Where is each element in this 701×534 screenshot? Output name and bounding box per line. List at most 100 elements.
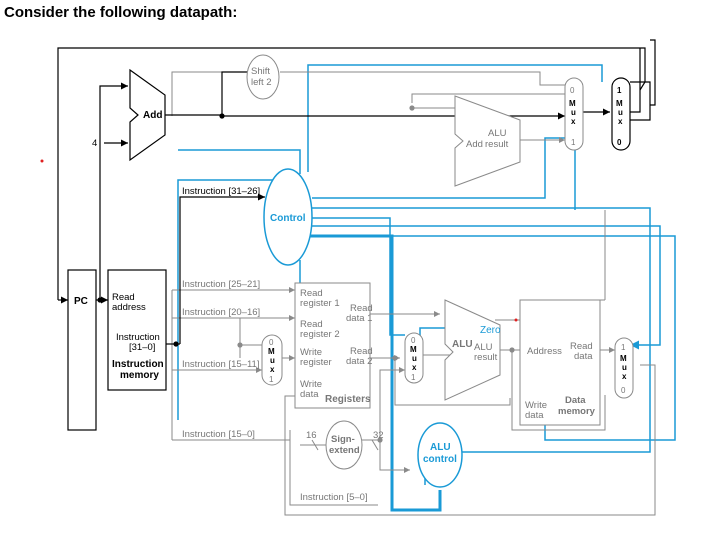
aluop-signal (308, 234, 442, 512)
svg-text:u: u (412, 354, 417, 363)
pc-adder: Add (129, 68, 166, 162)
svg-text:1: 1 (411, 373, 416, 382)
label-instr-20-16: Instruction [20–16] (182, 307, 260, 318)
junction-dot (173, 341, 179, 347)
svg-text:0: 0 (621, 386, 626, 395)
svg-text:u: u (618, 108, 623, 117)
svg-text:M: M (569, 99, 576, 108)
svg-text:x: x (618, 117, 623, 126)
svg-text:result: result (474, 352, 498, 363)
label-16-bits: 16 (306, 430, 317, 441)
svg-text:0: 0 (570, 86, 575, 95)
svg-text:register 1: register 1 (300, 298, 340, 309)
svg-text:1: 1 (571, 138, 576, 147)
svg-text:data 1: data 1 (346, 313, 372, 324)
svg-text:Shift: Shift (251, 66, 270, 77)
memtoreg-mux: 1 M u x 0 (614, 337, 634, 399)
junction-dot (392, 355, 398, 361)
main-alu: Zero ALU ALU result (444, 299, 501, 401)
constant-four: 4 (92, 138, 97, 149)
svg-text:Zero: Zero (480, 325, 501, 336)
svg-text:PC: PC (74, 296, 88, 307)
jump-mux: 1 M u x 0 (611, 77, 631, 151)
svg-text:Write: Write (300, 347, 322, 358)
svg-text:x: x (571, 117, 576, 126)
svg-text:Read: Read (300, 319, 323, 330)
label-instr-15-11: Instruction [15–11] (182, 359, 259, 370)
svg-text:M: M (620, 354, 627, 363)
junction-dot (97, 297, 103, 303)
svg-text:Instruction: Instruction (112, 359, 164, 370)
svg-text:Instruction: Instruction (116, 332, 160, 343)
junction-dot (409, 105, 415, 111)
branch-mux: 0 M u x 1 (564, 77, 584, 151)
svg-text:result: result (485, 139, 509, 150)
svg-text:data: data (525, 410, 544, 421)
svg-text:u: u (270, 356, 275, 365)
svg-text:Read: Read (570, 341, 593, 352)
svg-text:Add: Add (466, 139, 483, 150)
red-dot (40, 159, 44, 163)
svg-text:u: u (571, 108, 576, 117)
svg-text:control: control (423, 454, 457, 465)
svg-text:u: u (622, 363, 627, 372)
svg-text:[31–0]: [31–0] (129, 342, 155, 353)
svg-text:data: data (300, 389, 319, 400)
svg-text:1: 1 (617, 86, 622, 95)
svg-text:memory: memory (558, 406, 596, 417)
register-file: Read register 1 Read data 1 Read registe… (294, 282, 373, 409)
label-instr-15-0: Instruction [15–0] (182, 429, 255, 440)
svg-text:M: M (268, 347, 275, 356)
svg-text:register 2: register 2 (300, 329, 340, 340)
svg-text:M: M (616, 99, 623, 108)
svg-text:Write: Write (525, 400, 547, 411)
sign-extend: Sign- extend (325, 420, 363, 470)
svg-text:Read: Read (300, 288, 323, 299)
regdst-mux: 0 M u x 1 (261, 334, 283, 386)
svg-text:1: 1 (269, 375, 274, 384)
svg-text:Read: Read (112, 292, 135, 303)
svg-text:ALU: ALU (488, 128, 507, 139)
svg-text:0: 0 (617, 138, 622, 147)
svg-text:Sign-: Sign- (331, 434, 355, 445)
red-dot (514, 318, 518, 322)
junction-dot (377, 437, 383, 443)
svg-text:M: M (410, 345, 417, 354)
svg-text:ALU: ALU (452, 339, 473, 350)
label-32-bits: 32 (373, 430, 384, 441)
page-title: Consider the following datapath: (4, 4, 238, 21)
svg-text:Registers: Registers (325, 394, 371, 405)
svg-text:0: 0 (269, 338, 274, 347)
label-instr-25-21: Instruction [25–21] (182, 279, 260, 290)
junction-dot (219, 113, 225, 119)
svg-text:extend: extend (329, 445, 360, 456)
svg-text:Write: Write (300, 379, 322, 390)
pc-register: PC (67, 269, 97, 431)
svg-text:ALU: ALU (474, 342, 493, 353)
svg-text:1: 1 (621, 343, 626, 352)
label-instr-5-0: Instruction [5–0] (300, 492, 368, 503)
junction-dot (237, 342, 243, 348)
branch-adder: Add ALU result (454, 95, 521, 187)
svg-text:Add: Add (143, 110, 162, 121)
active-wires (57, 39, 656, 345)
svg-text:ALU: ALU (430, 442, 451, 453)
alu-control: ALU control (417, 422, 463, 488)
svg-text:0: 0 (411, 336, 416, 345)
data-memory: Address Read data Write data Data memory (519, 299, 601, 426)
svg-text:Data: Data (565, 395, 586, 406)
svg-text:memory: memory (120, 370, 159, 381)
svg-text:register: register (300, 357, 332, 368)
shift-left-2: Shift left 2 (246, 54, 280, 100)
svg-text:left 2: left 2 (251, 77, 272, 88)
svg-text:x: x (412, 363, 417, 372)
svg-text:address: address (112, 302, 146, 313)
svg-text:Read: Read (350, 346, 373, 357)
alusrc-mux: 0 M u x 1 (404, 332, 424, 384)
svg-text:data: data (574, 351, 593, 362)
control-unit: Control (263, 168, 313, 266)
svg-text:data 2: data 2 (346, 356, 372, 367)
svg-text:x: x (622, 372, 627, 381)
svg-text:Control: Control (270, 213, 306, 224)
svg-text:Read: Read (350, 303, 373, 314)
